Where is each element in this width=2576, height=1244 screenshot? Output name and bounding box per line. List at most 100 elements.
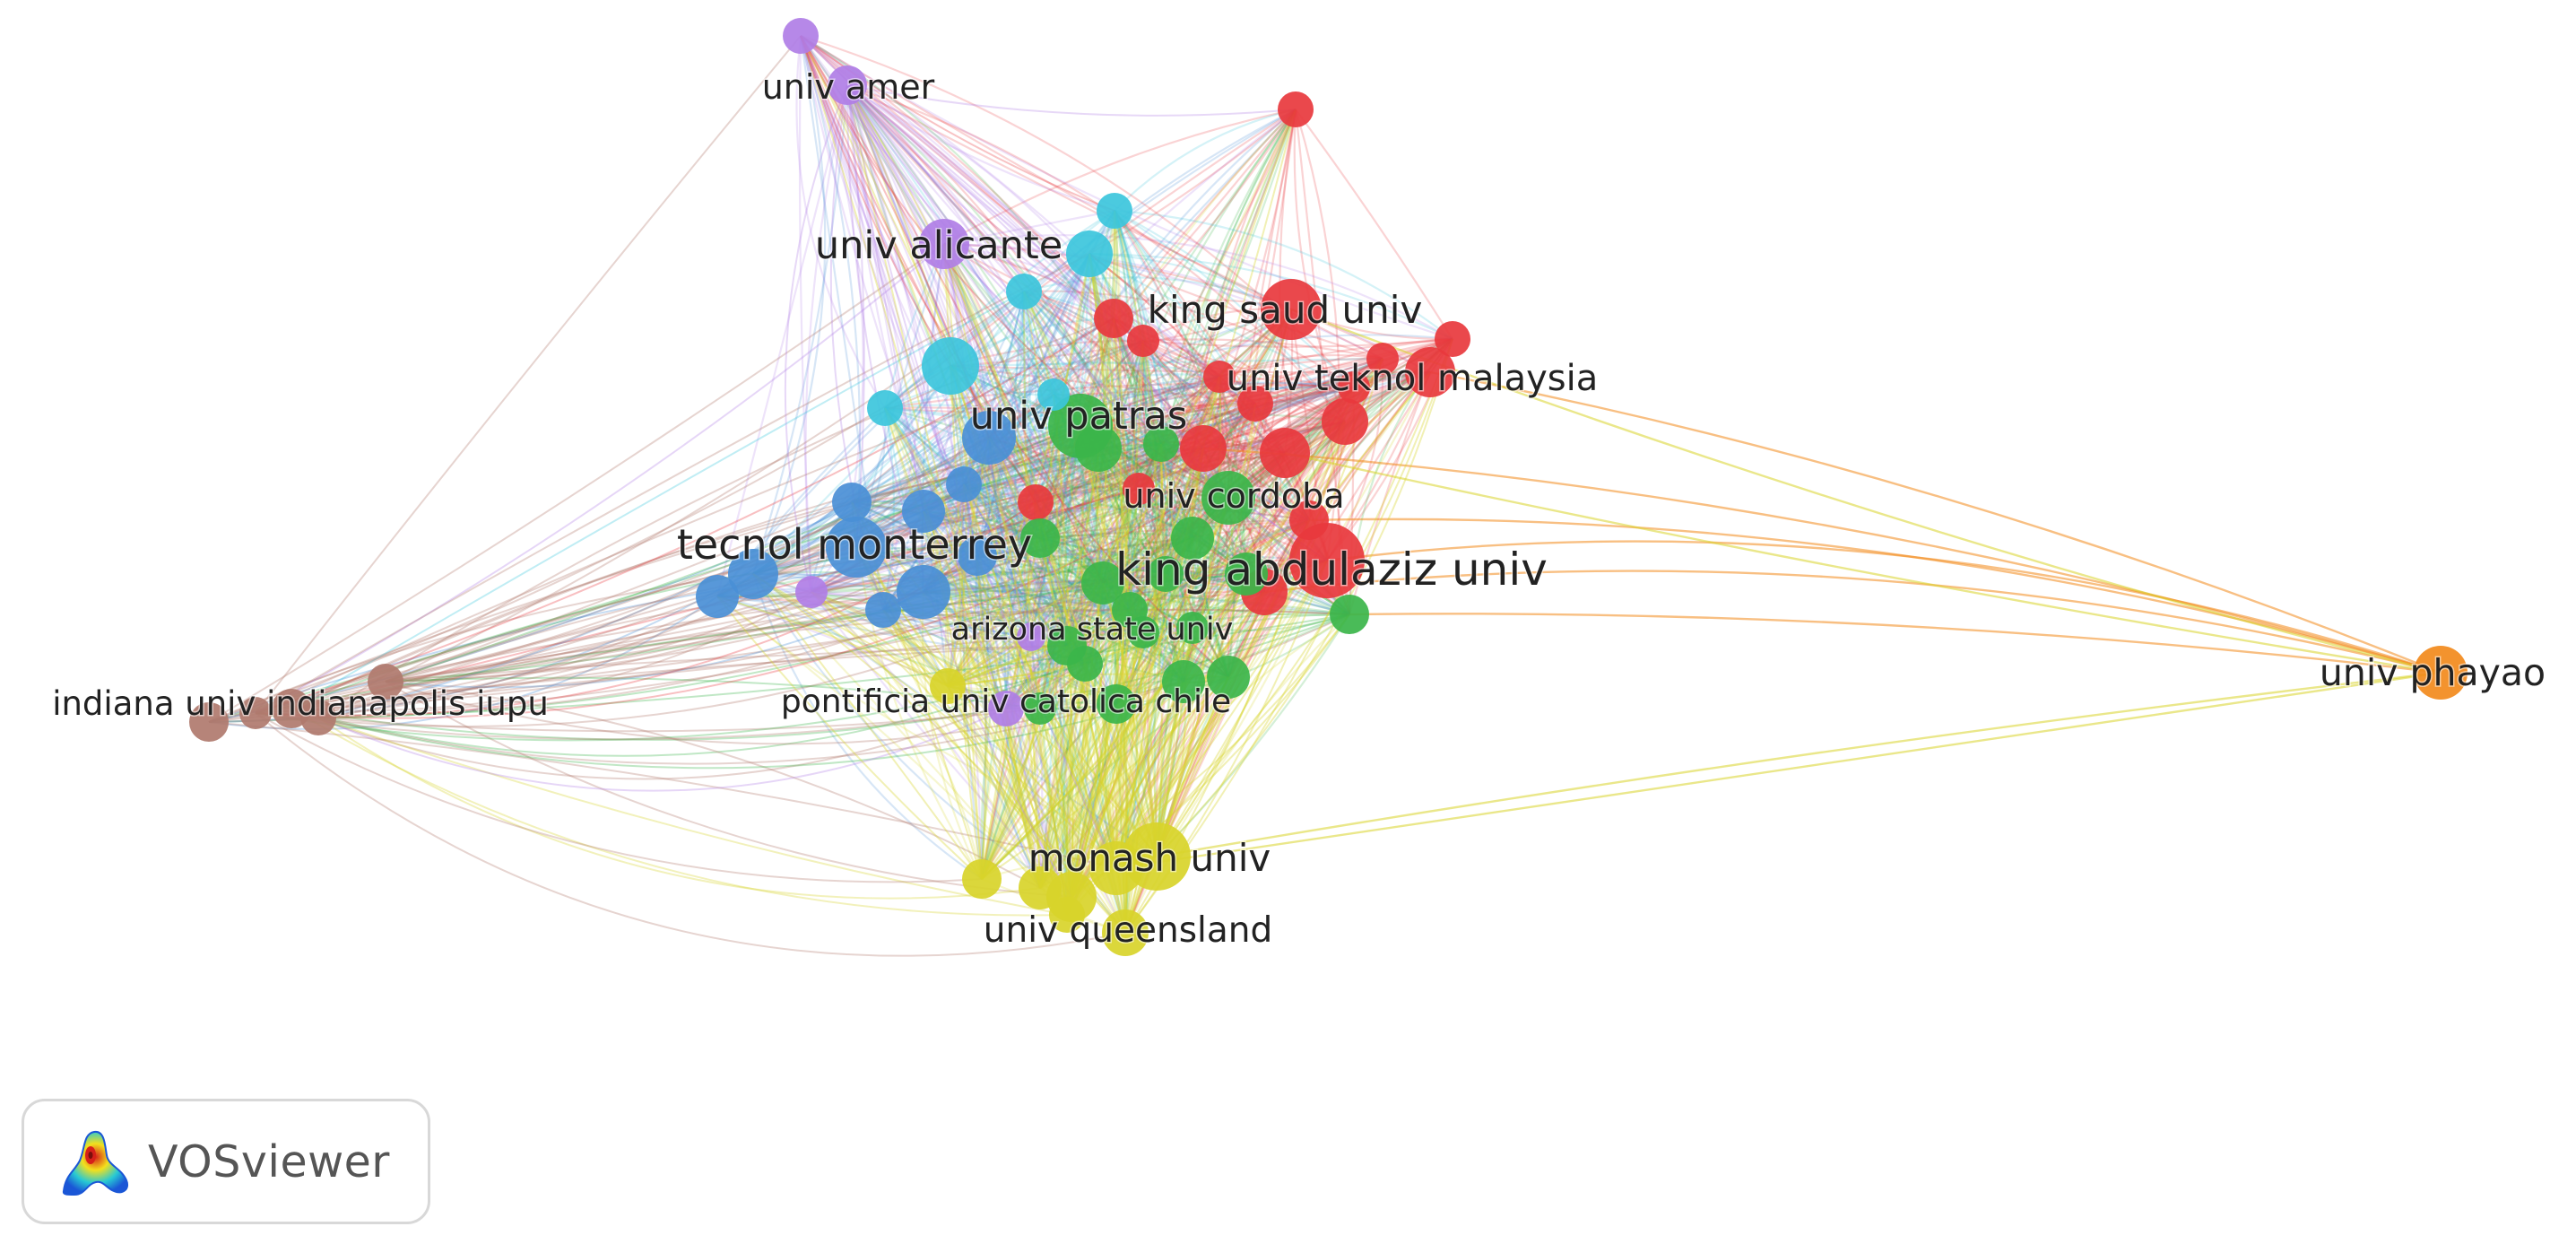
network-node[interactable] xyxy=(1237,386,1273,422)
network-node[interactable] xyxy=(1081,561,1124,605)
network-link xyxy=(385,537,1193,683)
network-link xyxy=(1054,448,1100,898)
network-node[interactable] xyxy=(2414,646,2468,700)
network-node[interactable] xyxy=(1278,91,1314,127)
network-link xyxy=(923,394,1054,593)
node-label-univ-queensland[interactable]: univ queensland xyxy=(982,909,1273,953)
network-node[interactable] xyxy=(1102,909,1149,956)
network-node[interactable] xyxy=(1261,279,1322,340)
network-node[interactable] xyxy=(1171,517,1214,560)
network-node[interactable] xyxy=(930,668,966,704)
network-node[interactable] xyxy=(1006,274,1042,309)
network-node[interactable] xyxy=(897,565,950,619)
network-link xyxy=(1023,291,1140,490)
network-node[interactable] xyxy=(962,411,1016,465)
network-link xyxy=(884,382,1355,410)
network-node[interactable] xyxy=(1037,378,1070,411)
node-label-king-saud-univ[interactable]: king saud univ xyxy=(1146,287,1424,334)
network-node[interactable] xyxy=(1225,552,1268,596)
network-link xyxy=(1088,253,1134,611)
network-link xyxy=(1005,613,1350,709)
network-node[interactable] xyxy=(300,700,336,735)
network-node[interactable] xyxy=(1260,428,1310,478)
network-link xyxy=(1066,609,1131,898)
node-label-king-abdulaziz-univ[interactable]: king abdulaziz univ xyxy=(1115,543,1549,597)
network-node[interactable] xyxy=(1162,660,1205,703)
network-node[interactable] xyxy=(1067,646,1103,682)
network-node[interactable] xyxy=(1018,484,1054,520)
network-node[interactable] xyxy=(832,483,872,522)
network-node[interactable] xyxy=(1075,425,1122,472)
network-link xyxy=(1293,109,1347,422)
network-node[interactable] xyxy=(1322,398,1368,445)
network-node[interactable] xyxy=(1405,347,1455,397)
network-node[interactable] xyxy=(1024,692,1056,725)
network-link xyxy=(1084,387,1355,665)
network-node[interactable] xyxy=(1366,343,1399,375)
network-node[interactable] xyxy=(1017,622,1045,651)
network-node[interactable] xyxy=(1148,556,1184,592)
network-link xyxy=(947,425,1081,687)
node-label-univ-patras[interactable]: univ patras xyxy=(968,393,1189,440)
network-node[interactable] xyxy=(1435,321,1470,357)
network-node[interactable] xyxy=(1020,518,1060,558)
network-node[interactable] xyxy=(1143,426,1179,462)
network-node[interactable] xyxy=(919,219,969,269)
node-label-pontificia-univ-catolica-chile[interactable]: pontificia univ catolica chile xyxy=(779,683,1232,722)
network-node[interactable] xyxy=(728,549,778,599)
network-node[interactable] xyxy=(988,691,1024,726)
network-node[interactable] xyxy=(1127,325,1159,357)
network-link xyxy=(987,437,1068,647)
network-link xyxy=(987,437,1073,898)
network-node[interactable] xyxy=(1049,897,1085,933)
network-node[interactable] xyxy=(1094,299,1133,338)
network-node[interactable] xyxy=(1338,371,1370,404)
network-node[interactable] xyxy=(1180,425,1227,472)
network-node[interactable] xyxy=(922,337,979,395)
network-node[interactable] xyxy=(962,859,1002,899)
network-link xyxy=(800,35,1310,521)
network-link xyxy=(1066,387,1355,916)
network-node[interactable] xyxy=(1123,473,1155,505)
network-link xyxy=(1114,209,1453,340)
network-node[interactable] xyxy=(1207,656,1250,699)
node-label-indiana-univ-indianapolis-iupu[interactable]: indiana univ indianapolis iupu xyxy=(51,683,551,725)
network-node[interactable] xyxy=(239,697,272,729)
network-node[interactable] xyxy=(902,490,945,533)
network-node[interactable] xyxy=(1289,523,1365,598)
network-node[interactable] xyxy=(1127,616,1159,648)
node-label-arizona-state-univ[interactable]: arizona state univ xyxy=(950,611,1235,649)
network-node[interactable] xyxy=(1176,612,1209,644)
network-node[interactable] xyxy=(1097,684,1136,724)
node-label-univ-phayao[interactable]: univ phayao xyxy=(2318,650,2546,696)
node-label-tecnol-monterrey[interactable]: tecnol monterrey xyxy=(675,519,1033,570)
network-node[interactable] xyxy=(867,390,903,426)
network-link xyxy=(255,608,1350,714)
network-node[interactable] xyxy=(1203,361,1236,393)
network-link xyxy=(851,375,1220,503)
network-node[interactable] xyxy=(865,592,901,628)
network-node[interactable] xyxy=(189,702,229,742)
network-node[interactable] xyxy=(1066,231,1113,277)
node-label-univ-cordoba[interactable]: univ cordoba xyxy=(1122,475,1346,518)
network-node[interactable] xyxy=(828,65,867,105)
node-label-univ-alicante[interactable]: univ alicante xyxy=(813,222,1063,270)
network-node[interactable] xyxy=(795,576,828,608)
network-link xyxy=(1097,109,1297,449)
network-node[interactable] xyxy=(783,18,819,54)
network-node[interactable] xyxy=(1019,866,1062,909)
network-node[interactable] xyxy=(946,466,982,502)
network-node[interactable] xyxy=(1330,595,1369,634)
network-node[interactable] xyxy=(958,536,997,576)
network-node[interactable] xyxy=(1089,841,1143,895)
network-node[interactable] xyxy=(1201,471,1255,525)
network-node[interactable] xyxy=(696,575,739,618)
node-label-monash-univ[interactable]: monash univ xyxy=(1027,835,1272,882)
network-node[interactable] xyxy=(1289,500,1329,540)
node-label-univ-amer[interactable]: univ amer xyxy=(760,66,936,109)
network-node[interactable] xyxy=(826,517,887,578)
network-node[interactable] xyxy=(1097,193,1132,229)
network-node[interactable] xyxy=(368,664,403,700)
node-label-univ-teknol-malaysia[interactable]: univ teknol malaysia xyxy=(1225,357,1600,401)
